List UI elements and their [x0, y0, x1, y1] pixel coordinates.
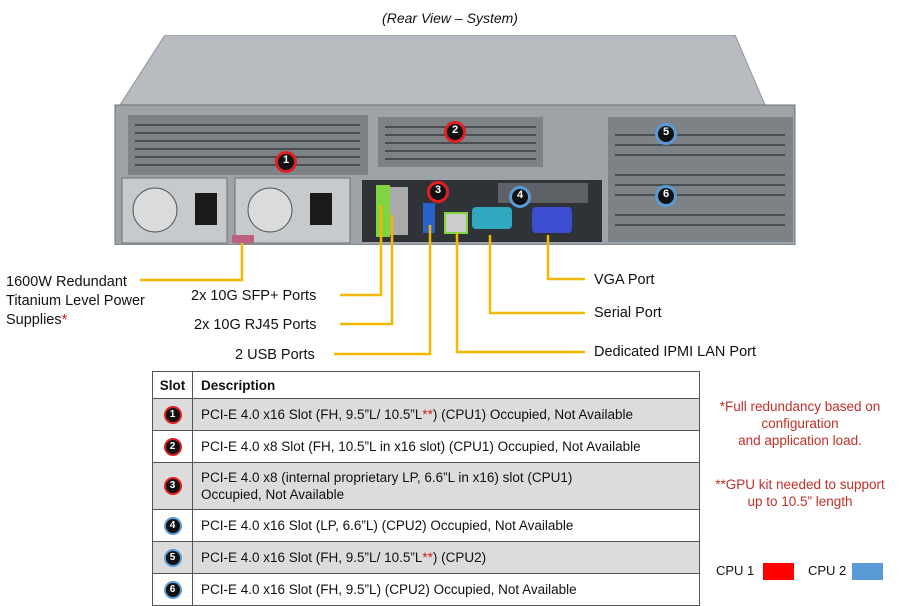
slot-marker-2: 2: [444, 121, 466, 143]
redundancy-note: *Full redundancy based on configuration …: [719, 399, 881, 448]
vga-port-label: VGA Port: [594, 272, 655, 288]
table-row: 3 PCI-E 4.0 x8 (internal proprietary LP,…: [152, 462, 700, 510]
callout-usb: [334, 225, 432, 356]
ipmi-port-label: Dedicated IPMI LAN Port: [594, 344, 756, 360]
callout-sfp: [340, 205, 383, 297]
slot-badge: 4: [163, 516, 182, 535]
pcie-cage-slot-5-6: [608, 117, 793, 242]
sfp-ports-label: 2x 10G SFP+ Ports: [191, 288, 317, 304]
slot-description: PCI-E 4.0 x8 (internal proprietary LP, 6…: [192, 462, 700, 510]
figure-caption: (Rear View – System): [382, 10, 518, 26]
slot-badge: 6: [163, 580, 182, 599]
slot-marker-3: 3: [427, 181, 449, 203]
table-row: 1 PCI-E 4.0 x16 Slot (FH, 9.5”L/ 10.5”L*…: [152, 398, 700, 431]
serial-port: [472, 207, 512, 229]
gpu-kit-note: **GPU kit needed to support up to 10.5” …: [715, 477, 885, 509]
slot-description: PCI-E 4.0 x16 Slot (FH, 9.5”L/ 10.5”L**)…: [192, 398, 700, 431]
callout-vga: [546, 235, 585, 281]
sfp-ports: [376, 185, 390, 237]
col-description-header: Description: [192, 371, 700, 399]
table-row: 2 PCI-E 4.0 x8 Slot (FH, 10.5”L in x16 s…: [152, 430, 700, 463]
serial-port-label: Serial Port: [594, 305, 662, 321]
usb-ports: [423, 203, 435, 233]
col-slot-header: Slot: [152, 371, 193, 399]
table-row: 4 PCI-E 4.0 x16 Slot (LP, 6.6”L) (CPU2) …: [152, 509, 700, 542]
slot-badge: 3: [163, 477, 182, 495]
legend-cpu1-swatch: [763, 563, 794, 580]
slot-badge: 1: [163, 405, 182, 424]
slot-table: Slot Description 1 PCI-E 4.0 x16 Slot (F…: [152, 371, 700, 606]
slot-badge: 5: [163, 548, 182, 567]
table-header-row: Slot Description: [152, 371, 700, 399]
slot-marker-1: 1: [275, 151, 297, 173]
table-row: 6 PCI-E 4.0 x16 Slot (FH, 9.5”L) (CPU2) …: [152, 573, 700, 606]
callout-rj45: [340, 215, 394, 326]
slot-marker-6: 6: [655, 185, 677, 207]
psu-label: 1600W Redundant Titanium Level Power Sup…: [6, 274, 145, 328]
slot-marker-5: 5: [655, 123, 677, 145]
legend-cpu1-label: CPU 1: [716, 563, 755, 578]
slot-marker-4: 4: [509, 186, 531, 208]
vga-port: [532, 207, 572, 233]
slot-badge: 2: [163, 437, 182, 456]
slot-description: PCI-E 4.0 x8 Slot (FH, 10.5”L in x16 slo…: [192, 430, 700, 463]
callout-psu: [140, 243, 244, 282]
rj45-ports-label: 2x 10G RJ45 Ports: [194, 317, 317, 333]
legend-cpu2-label: CPU 2: [808, 563, 847, 578]
legend-cpu2-swatch: [852, 563, 883, 580]
callout-ipmi: [455, 233, 585, 354]
slot-description: PCI-E 4.0 x16 Slot (LP, 6.6”L) (CPU2) Oc…: [192, 509, 700, 542]
table-row: 5 PCI-E 4.0 x16 Slot (FH, 9.5”L/ 10.5”L*…: [152, 541, 700, 574]
usb-ports-label: 2 USB Ports: [235, 347, 315, 363]
slot-description: PCI-E 4.0 x16 Slot (FH, 9.5”L/ 10.5”L**)…: [192, 541, 700, 574]
callout-serial: [488, 235, 585, 315]
slot-description: PCI-E 4.0 x16 Slot (FH, 9.5”L) (CPU2) Oc…: [192, 573, 700, 606]
